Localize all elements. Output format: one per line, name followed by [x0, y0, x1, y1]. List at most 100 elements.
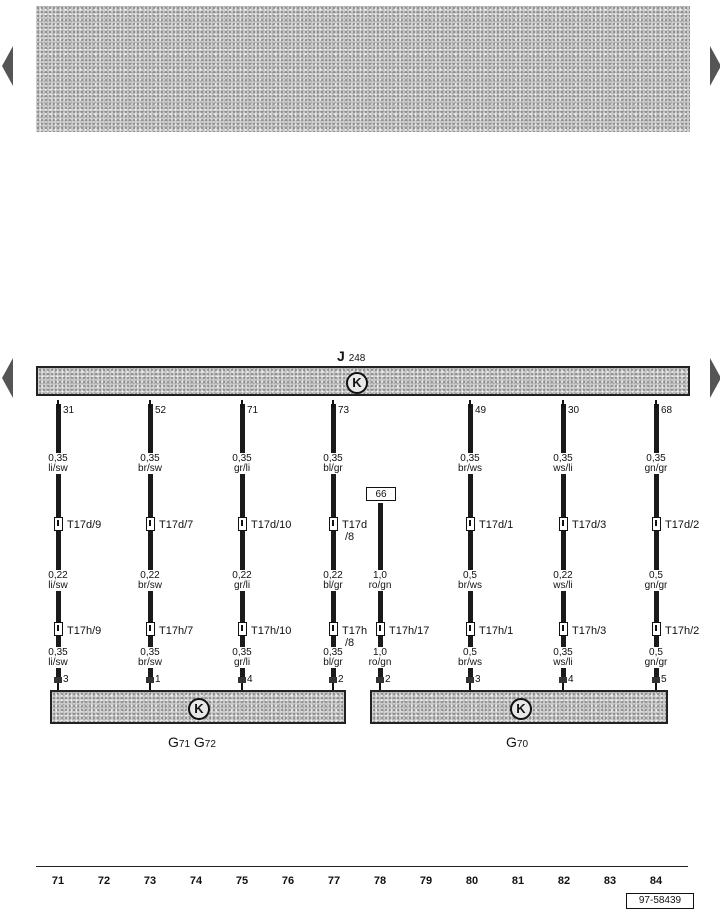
top-diagram-area — [36, 6, 690, 132]
wire-spec-3: 0,35 — [217, 647, 267, 658]
wire-spec-1: 0,35 — [445, 453, 495, 464]
pin-bottom-label: 4 — [247, 674, 253, 685]
connector-t17d-icon — [466, 517, 475, 531]
connector-t17h-label: T17h/17 — [389, 625, 430, 637]
connector-t17h-label: T17h/7 — [159, 625, 194, 637]
pin-top-label: 30 — [568, 405, 580, 416]
connector-t17h-icon — [376, 622, 385, 636]
pin-bottom-tick — [379, 683, 381, 691]
k-marker-icon: K — [346, 372, 368, 394]
component-g70-box: K — [370, 690, 668, 724]
left-arrow-bottom-icon — [2, 358, 13, 398]
connector-t17d-label: T17d/2 — [665, 519, 700, 531]
column-number: 82 — [557, 875, 571, 887]
connector-t17h-icon — [466, 622, 475, 636]
wire-color-2: ws/li — [538, 580, 588, 591]
column-number: 80 — [465, 875, 479, 887]
wire-color-1: br/sw — [125, 463, 175, 474]
connector-t17h-label: T17h/9 — [67, 625, 102, 637]
column-number: 72 — [97, 875, 111, 887]
pin-top-label: 31 — [63, 405, 75, 416]
wire-line — [56, 404, 61, 683]
connector-t17h-icon — [146, 622, 155, 636]
pin-top-tick — [332, 400, 334, 408]
wire-color-2: gn/gr — [631, 580, 681, 591]
wire-spec-2: 0,22 — [125, 570, 175, 581]
wire-spec-2: 0,22 — [33, 570, 83, 581]
column-number: 76 — [281, 875, 295, 887]
wire-color-3: ro/gn — [355, 657, 405, 668]
k-marker-icon: K — [510, 698, 532, 720]
wire-spec-1: 0,35 — [125, 453, 175, 464]
wire-color-1: bl/gr — [308, 463, 358, 474]
wire-color-3: gr/li — [217, 657, 267, 668]
wire-line — [654, 404, 659, 683]
wire-spec-3: 0,5 — [445, 647, 495, 658]
connector-t17h-label: T17h — [342, 625, 368, 637]
column-number: 79 — [419, 875, 433, 887]
wire-color-1: ws/li — [538, 463, 588, 474]
wire-spec-1: 0,35 — [308, 453, 358, 464]
pin-bottom-tick — [655, 683, 657, 691]
right-arrow-bottom-icon — [710, 358, 720, 398]
connector-t17h-icon — [238, 622, 247, 636]
wire-color-3: ws/li — [538, 657, 588, 668]
pin-top-label: 73 — [338, 405, 350, 416]
connector-t17h-sublabel: /8 — [345, 637, 355, 649]
control-unit-j248: K — [36, 366, 690, 396]
wire-spec-3: 0,35 — [538, 647, 588, 658]
k-marker-icon: K — [188, 698, 210, 720]
pin-bottom-label: 2 — [385, 674, 391, 685]
column-number: 78 — [373, 875, 387, 887]
wire-spec-2: 0,22 — [217, 570, 267, 581]
pin-top-tick — [655, 400, 657, 408]
pin-bottom-label: 2 — [338, 674, 344, 685]
pin-top-tick — [469, 400, 471, 408]
connector-t17d-label: T17d/3 — [572, 519, 607, 531]
wire-color-3: br/ws — [445, 657, 495, 668]
wire-color-2: br/ws — [445, 580, 495, 591]
connector-t17h-label: T17h/3 — [572, 625, 607, 637]
pin-top-label: 49 — [475, 405, 487, 416]
left-arrow-top-icon — [2, 46, 13, 86]
wire-end-stub — [329, 677, 337, 683]
wire-color-1: gr/li — [217, 463, 267, 474]
connector-t17d-icon — [329, 517, 338, 531]
pin-top-label: 52 — [155, 405, 167, 416]
component-j248-label: J 248 — [337, 348, 366, 364]
component-g71-g72-label: G71 G72 — [168, 734, 216, 750]
wire-color-3: bl/gr — [308, 657, 358, 668]
wire-color-2: li/sw — [33, 580, 83, 591]
wire-end-stub — [559, 677, 567, 683]
pin-top-tick — [562, 400, 564, 408]
wire-spec-3: 1,0 — [355, 647, 405, 658]
wire-color-3: gn/gr — [631, 657, 681, 668]
wire-spec-3: 0,35 — [308, 647, 358, 658]
pin-bottom-tick — [149, 683, 151, 691]
wire-spec-3: 0,35 — [125, 647, 175, 658]
connector-t17h-icon — [559, 622, 568, 636]
pin-bottom-tick — [332, 683, 334, 691]
column-number: 77 — [327, 875, 341, 887]
connector-t17d-icon — [238, 517, 247, 531]
wire-color-1: li/sw — [33, 463, 83, 474]
pin-bottom-label: 1 — [155, 674, 161, 685]
component-g70-label: G70 — [506, 734, 529, 750]
connector-t17d-icon — [652, 517, 661, 531]
column-number: 81 — [511, 875, 525, 887]
wire-line — [148, 404, 153, 683]
connector-t17h-label: T17h/2 — [665, 625, 700, 637]
wire-color-2: gr/li — [217, 580, 267, 591]
column-number: 71 — [51, 875, 65, 887]
wire-spec-2: 1,0 — [355, 570, 405, 581]
wire-spec-2: 0,5 — [445, 570, 495, 581]
connector-t17d-icon — [559, 517, 568, 531]
wire-color-1: gn/gr — [631, 463, 681, 474]
pin-top-tick — [149, 400, 151, 408]
wire-line — [468, 404, 473, 683]
wire-end-stub — [54, 677, 62, 683]
connector-t17h-icon — [54, 622, 63, 636]
pin-top-tick — [57, 400, 59, 408]
wire-spec-1: 0,35 — [631, 453, 681, 464]
component-g71-g72-box: K — [50, 690, 346, 724]
